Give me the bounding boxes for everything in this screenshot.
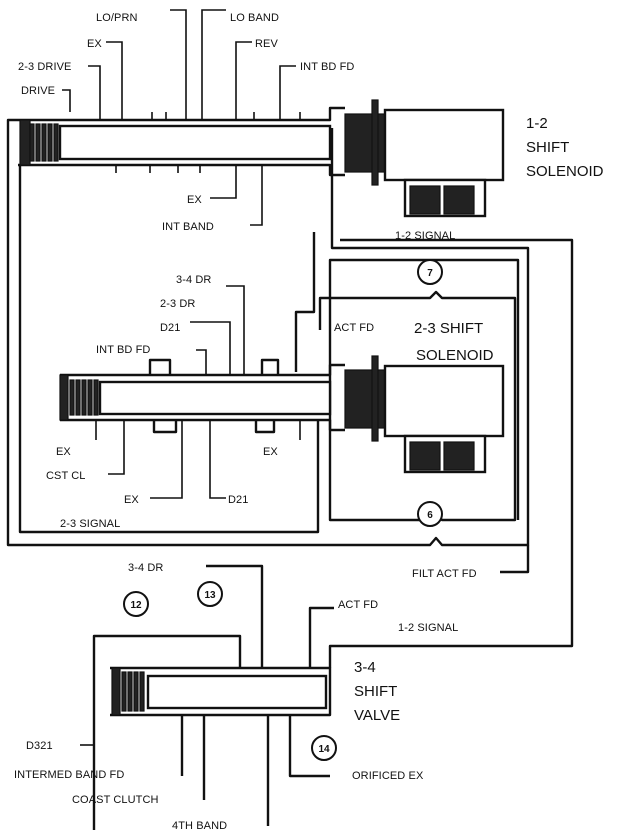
title-3-4-line-1: 3-4 <box>354 659 376 676</box>
label-lo-prn: LO/PRN <box>96 12 138 24</box>
title-1-2-line-3: SOLENOID <box>526 163 604 180</box>
label-ex-top: EX <box>87 38 102 50</box>
label-1-2-signal-bottom: 1-2 SIGNAL <box>398 622 458 634</box>
label-act-fd-bottom: ACT FD <box>338 599 378 611</box>
label-d321: D321 <box>26 740 53 752</box>
port-bottom-land-b <box>254 420 276 434</box>
orifice-7-number: 7 <box>427 268 433 279</box>
title-2-3-line-2: SOLENOID <box>416 347 494 364</box>
label-intermed-band-fd: INTERMED BAND FD <box>14 769 124 781</box>
orifice-13: 13 <box>197 581 223 607</box>
label-d21-lower: D21 <box>228 494 248 506</box>
label-coast-clutch: COAST CLUTCH <box>72 794 159 806</box>
port-int-bd-fd-2-3 <box>148 358 172 375</box>
shift-valve-2-3 <box>59 285 505 499</box>
orifice-7: 7 <box>417 259 443 285</box>
label-3-4-dr-mid: 3-4 DR <box>176 274 211 286</box>
valve-3-4-bore <box>110 666 332 717</box>
valve-1-2-spring <box>19 119 59 166</box>
valve-3-4-spring <box>111 667 145 716</box>
label-act-fd-mid: ACT FD <box>334 322 374 334</box>
label-ex-2-3-bottom: EX <box>124 494 139 506</box>
valve-1-2-bore-bottom <box>18 163 345 177</box>
port-cst-cl <box>108 420 125 475</box>
port-2-3-dr <box>190 321 231 375</box>
orifice-13-number: 13 <box>204 590 216 601</box>
outer-loop-passage <box>6 118 530 547</box>
port-orificed-ex <box>288 715 330 778</box>
label-cst-cl: CST CL <box>46 470 86 482</box>
port-lo-prn <box>170 9 187 112</box>
valve-2-3-bore-top <box>60 363 345 377</box>
valve-2-3-spring <box>59 374 99 421</box>
label-filt-act-fd: FILT ACT FD <box>412 568 477 580</box>
valve-1-2-ports-bottom <box>115 165 263 173</box>
shift-solenoid-1-2 <box>344 99 505 218</box>
shift-solenoid-2-3 <box>344 355 505 474</box>
signal-passages <box>6 118 574 668</box>
label-lo-band: LO BAND <box>230 12 279 24</box>
label-drive: DRIVE <box>21 85 55 97</box>
valve-3-4-spool <box>146 674 328 710</box>
title-2-3-line-1: 2-3 SHIFT <box>414 320 483 337</box>
port-lo-band <box>201 9 226 112</box>
title-1-2-line-2: SHIFT <box>526 139 569 156</box>
label-1-2-signal-top: 1-2 SIGNAL <box>395 230 455 242</box>
valve-2-3-bore-bottom <box>60 418 345 432</box>
orifice-6-number: 6 <box>427 510 433 521</box>
port-rev <box>235 41 252 112</box>
orifice-12: 12 <box>123 591 149 617</box>
valve-2-3-spool <box>98 380 332 416</box>
port-ex-bottom <box>210 173 237 199</box>
label-ex-1-2-bottom: EX <box>187 194 202 206</box>
port-bottom-land-a <box>152 420 178 434</box>
orifice-14: 14 <box>311 735 337 761</box>
signal-1-2-passage <box>328 238 574 668</box>
orifice-12-number: 12 <box>130 600 142 611</box>
shift-valve-1-2 <box>18 9 505 226</box>
port-ex-bottom-2-3 <box>150 420 183 499</box>
title-3-4-line-3: VALVE <box>354 707 400 724</box>
port-3-4-dr-bottom <box>206 564 264 668</box>
port-3-4-dr <box>226 285 245 375</box>
port-top-right-2-3 <box>260 358 280 375</box>
label-4th-band: 4TH BAND <box>172 820 227 832</box>
label-int-band: INT BAND <box>162 221 214 233</box>
label-3-4-dr-bottom: 3-4 DR <box>128 562 163 574</box>
label-2-3-signal: 2-3 SIGNAL <box>60 518 120 530</box>
port-act-fd-bottom <box>308 606 334 668</box>
label-2-3-dr: 2-3 DR <box>160 298 195 310</box>
port-d21-lower <box>209 420 226 499</box>
shift-valve-3-4 <box>80 564 334 830</box>
port-int-band <box>250 173 263 226</box>
valve-1-2-spool <box>58 124 332 161</box>
port-d321 <box>92 634 242 830</box>
title-1-2-line-1: 1-2 <box>526 115 548 132</box>
orifice-6: 6 <box>417 501 443 527</box>
port-ex-top <box>106 41 123 112</box>
act-fd-passage <box>294 232 316 372</box>
valve-1-2-ports-top <box>99 112 301 120</box>
label-rev: REV <box>255 38 278 50</box>
port-int-bd-fd <box>279 65 296 112</box>
valve-1-2-bore-top <box>18 106 345 122</box>
label-int-bd-fd-top: INT BD FD <box>300 61 354 73</box>
orifice-14-number: 14 <box>318 744 330 755</box>
label-2-3-drive: 2-3 DRIVE <box>18 61 71 73</box>
title-3-4-line-2: SHIFT <box>354 683 397 700</box>
signal-2-3-passage <box>18 165 320 534</box>
label-ex-left: EX <box>56 446 71 458</box>
label-d21-upper: D21 <box>160 322 180 334</box>
orifice-loop-passage <box>318 258 520 522</box>
label-orificed-ex: ORIFICED EX <box>352 770 424 782</box>
filt-act-fd-passage <box>500 545 530 574</box>
port-drive <box>62 89 71 112</box>
port-d21-upper <box>196 349 207 375</box>
label-int-bd-fd-mid: INT BD FD <box>96 344 150 356</box>
port-2-3-drive <box>88 65 101 112</box>
label-ex-right: EX <box>263 446 278 458</box>
